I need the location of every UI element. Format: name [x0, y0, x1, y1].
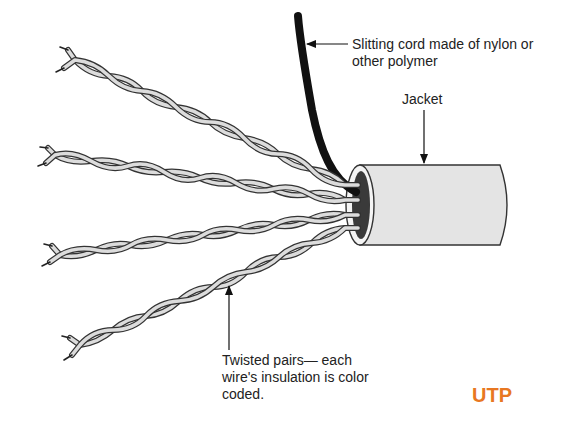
part-label: Slitting cord made of nylon or other pol…: [352, 36, 552, 70]
part-label: Twisted pairs— each wire's insulation is…: [222, 352, 382, 403]
leader-line: [228, 286, 229, 350]
leader-line: [307, 43, 348, 44]
leader-line: [423, 110, 424, 163]
jacket-body: [360, 165, 507, 245]
conductor-ends: [38, 47, 72, 360]
part-label: Jacket: [402, 91, 482, 108]
jacket-end: [346, 165, 374, 245]
figure-tag: UTP: [472, 384, 552, 406]
jacket: [346, 165, 507, 245]
twisted-pairs: [46, 50, 358, 355]
